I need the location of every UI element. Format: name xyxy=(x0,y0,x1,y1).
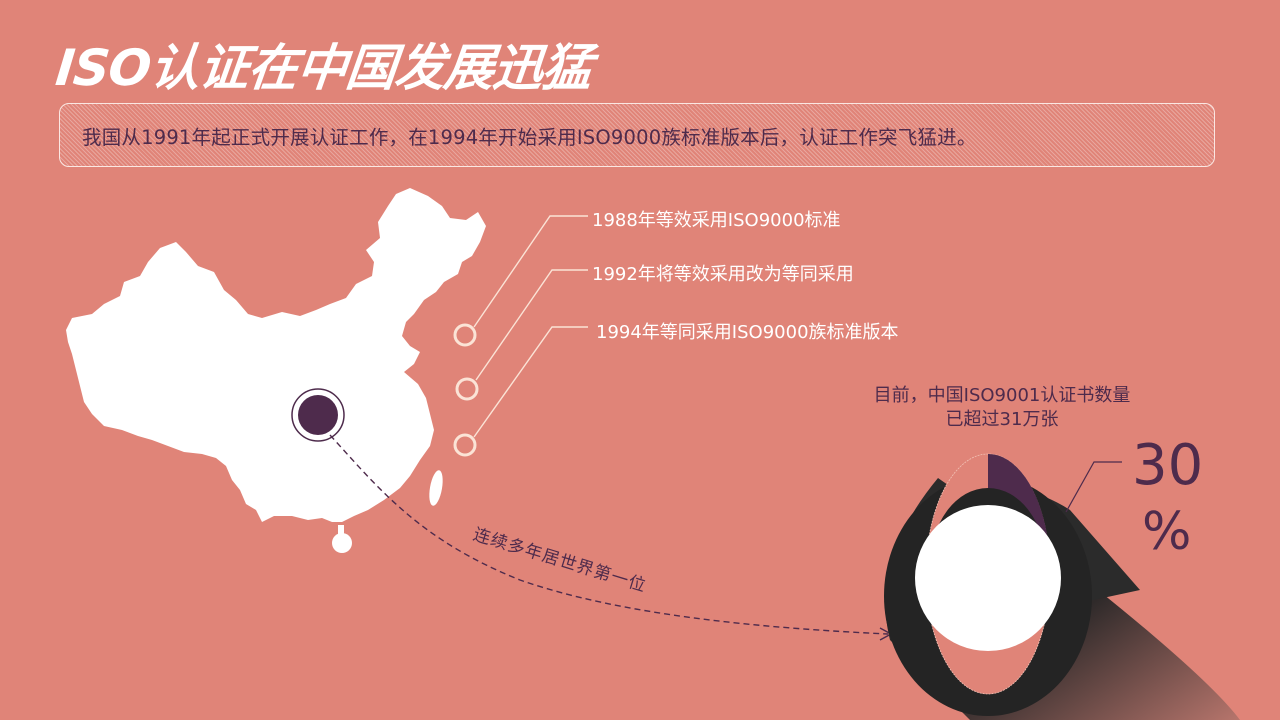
china-map-icon xyxy=(66,188,486,553)
stat-caption-line1: 目前，中国ISO9001认证书数量 xyxy=(873,385,1131,406)
percent-sign: % xyxy=(1142,502,1192,562)
timeline-dots xyxy=(453,323,479,457)
timeline-dot-icon xyxy=(455,377,479,401)
summary-box: 我国从1991年起正式开展认证工作，在1994年开始采用ISO9000族标准版本… xyxy=(59,103,1215,167)
timeline-dot-icon xyxy=(453,433,477,457)
percent-leader-line xyxy=(1065,461,1122,513)
location-marker-icon xyxy=(291,388,345,442)
percent-value: 30 xyxy=(1132,433,1204,498)
timeline-label-1988: 1988年等效采用ISO9000标准 xyxy=(592,210,841,231)
timeline-connectors xyxy=(473,215,588,438)
stat-caption: 目前，中国ISO9001认证书数量 已超过31万张 xyxy=(834,384,1170,432)
donut-center xyxy=(915,505,1061,651)
summary-text: 我国从1991年起正式开展认证工作，在1994年开始采用ISO9000族标准版本… xyxy=(82,125,977,149)
timeline-label-1992: 1992年将等效采用改为等同采用 xyxy=(592,264,854,285)
timeline-label-1994: 1994年等同采用ISO9000族标准版本 xyxy=(596,322,899,343)
stat-caption-line2: 已超过31万张 xyxy=(945,409,1059,430)
timeline-dot-icon xyxy=(453,323,477,347)
